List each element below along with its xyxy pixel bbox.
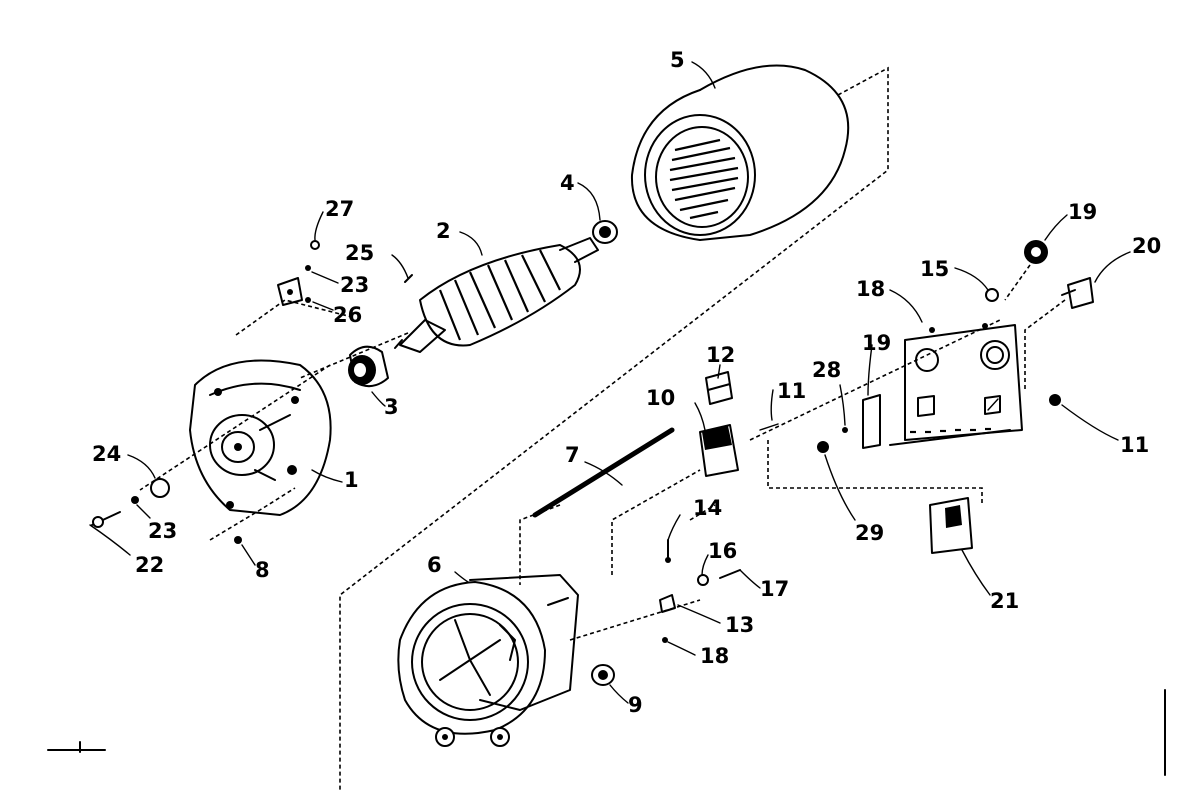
part-5-cylinder-housing xyxy=(630,64,850,241)
callout-22: 22 xyxy=(135,553,164,577)
callout-12: 12 xyxy=(706,343,735,367)
callout-14: 14 xyxy=(693,496,722,520)
callout-17: 17 xyxy=(760,577,789,601)
part-18-control-panel xyxy=(889,323,1023,446)
part-10-12-switch xyxy=(699,371,739,477)
callout-25: 25 xyxy=(345,241,374,265)
callout-3: 3 xyxy=(384,395,399,419)
callout-19b: 19 xyxy=(862,331,891,355)
part-7-rod xyxy=(532,427,675,518)
small-right-hardware xyxy=(817,240,1094,554)
callout-29: 29 xyxy=(855,521,884,545)
callout-19a: 19 xyxy=(1068,200,1097,224)
callout-7: 7 xyxy=(565,443,580,467)
callout-6: 6 xyxy=(427,553,442,577)
callout-labels: 1 2 3 4 5 6 7 8 9 10 11 11 12 13 14 15 1… xyxy=(92,48,1161,717)
callout-9: 9 xyxy=(628,693,643,717)
stray-marks xyxy=(47,689,1166,776)
callout-1: 1 xyxy=(344,468,359,492)
callout-16: 16 xyxy=(708,539,737,563)
callout-5: 5 xyxy=(670,48,685,72)
callout-11a: 11 xyxy=(777,379,806,403)
callout-11b: 11 xyxy=(1120,433,1149,457)
callout-23b: 23 xyxy=(148,519,177,543)
callout-8: 8 xyxy=(255,558,270,582)
callout-23a: 23 xyxy=(340,273,369,297)
callout-10: 10 xyxy=(646,386,675,410)
callout-18b: 18 xyxy=(700,644,729,668)
callout-28: 28 xyxy=(812,358,841,382)
callout-18a: 18 xyxy=(856,277,885,301)
part-6-motor-housing xyxy=(397,574,579,747)
callout-13: 13 xyxy=(725,613,754,637)
callout-2: 2 xyxy=(436,219,451,243)
part-4-bearing xyxy=(592,220,618,244)
callout-4: 4 xyxy=(560,171,575,195)
callout-15: 15 xyxy=(920,257,949,281)
part-3-bushing xyxy=(348,345,389,388)
part-9-nut xyxy=(591,664,615,686)
small-middle-hardware xyxy=(659,423,779,643)
leader-lines xyxy=(89,61,1131,704)
part-1-end-bell xyxy=(189,359,332,516)
alignment-dashed-lines xyxy=(139,66,1066,790)
callout-21: 21 xyxy=(990,589,1019,613)
callout-27: 27 xyxy=(325,197,354,221)
small-left-hardware xyxy=(91,240,413,544)
callout-26: 26 xyxy=(333,303,362,327)
part-2-armature xyxy=(394,237,599,353)
callout-24: 24 xyxy=(92,442,121,466)
callout-20: 20 xyxy=(1132,234,1161,258)
